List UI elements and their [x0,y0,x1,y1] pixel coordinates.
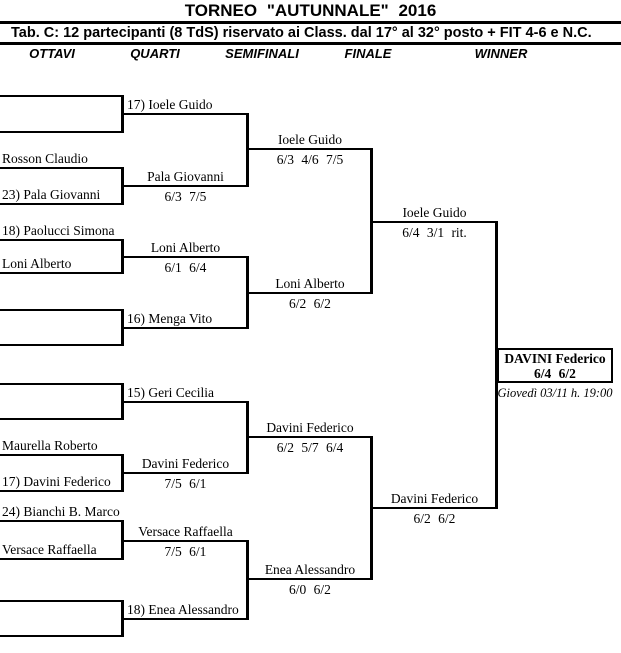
bracket-line [372,221,497,223]
player-name: Versace Raffaella [2,542,97,557]
bracket-line [0,167,123,169]
bracket-connector [495,221,498,509]
player-name: 18) Enea Alessandro [127,602,239,617]
player-name: 15) Geri Cecilia [127,385,214,400]
bracket-line [0,272,123,274]
player-name: Loni Alberto [2,256,72,271]
column-header-semifinali: SEMIFINALI [225,46,299,61]
match-score: 6/0 6/2 [289,582,331,597]
winner-score: 6/4 6/2 [534,366,576,381]
player-name: Davini Federico [390,491,479,506]
divider [0,42,621,45]
bracket-connector [370,436,373,580]
player-name: Ioele Guido [277,132,343,147]
player-name: Davini Federico [266,420,354,435]
bracket-line [0,454,123,456]
winner-name: DAVINI Federico [504,351,606,366]
bracket-line [0,203,123,205]
bracket-connector [246,113,249,187]
bracket-line [0,490,123,492]
bracket-connector [370,148,373,294]
player-name: Enea Alessandro [264,562,356,577]
bracket-connector [121,600,124,637]
subtitle: Tab. C: 12 partecipanti (8 TdS) riservat… [11,25,592,41]
player-name: Versace Raffaella [138,524,233,539]
match-score: 6/3 7/5 [164,189,207,204]
bracket-line [0,558,123,560]
match-score: 6/1 6/4 [164,260,207,275]
bracket-line [248,578,372,580]
match-score: 7/5 6/1 [164,476,207,491]
bracket-connector [121,454,124,492]
player-name: Pala Giovanni [147,169,224,184]
bracket-line [372,507,497,509]
bracket-line [0,95,123,97]
bracket-connector [121,520,124,560]
match-score: 6/2 6/2 [413,511,456,526]
bracket-line [123,113,248,115]
player-name: 18) Paolucci Simona [2,223,115,238]
bracket-connector [121,309,124,346]
bracket-line [0,600,123,602]
bracket-line [0,635,123,637]
page-title: TORNEO "AUTUNNALE" 2016 [184,1,437,20]
column-header-ottavi: OTTAVI [29,46,75,61]
bracket-line [0,309,123,311]
player-name: Davini Federico [141,456,230,471]
bracket-line [0,520,123,522]
bracket-connector [121,95,124,133]
bracket-connector [246,256,249,329]
final-schedule-note: Giovedì 03/11 h. 19:00 [497,386,613,400]
match-score: 6/2 6/2 [289,296,331,311]
player-name: 23) Pala Giovanni [2,187,101,202]
bracket-connector [246,401,249,474]
bracket-line [123,540,248,542]
bracket-line [123,256,248,258]
bracket-line [0,239,123,241]
column-header-finale: FINALE [344,46,392,61]
bracket-line [248,436,372,438]
player-name: 24) Bianchi B. Marco [2,504,120,519]
match-score: 6/3 4/6 7/5 [276,152,344,167]
column-header-winner: WINNER [474,46,528,61]
player-name: Maurella Roberto [2,438,98,453]
bracket-line [123,327,248,329]
column-header-quarti: QUARTI [130,46,180,61]
bracket-line [0,344,123,346]
bracket-line [0,418,123,420]
bracket-line [248,148,372,150]
bracket-connector [121,383,124,420]
bracket-connector [121,239,124,274]
player-name: 16) Menga Vito [127,311,213,326]
bracket-connector [121,167,124,205]
match-score: 6/4 3/1 rit. [402,225,467,240]
winner-box: DAVINI Federico 6/4 6/2 [497,348,613,383]
player-name: Rosson Claudio [2,151,88,166]
bracket-connector [246,540,249,620]
bracket-line [123,618,248,620]
player-name: Loni Alberto [275,276,345,291]
divider [0,21,621,24]
match-score: 6/2 5/7 6/4 [276,440,344,455]
bracket-line [248,292,372,294]
player-name: Loni Alberto [150,240,221,255]
player-name: 17) Davini Federico [2,474,111,489]
bracket-line [123,472,248,474]
player-name: Ioele Guido [402,205,467,220]
bracket-line [0,383,123,385]
player-name: 17) Ioele Guido [127,97,213,112]
match-score: 7/5 6/1 [164,544,207,559]
bracket-line [123,185,248,187]
bracket-line [123,401,248,403]
bracket-line [0,131,123,133]
